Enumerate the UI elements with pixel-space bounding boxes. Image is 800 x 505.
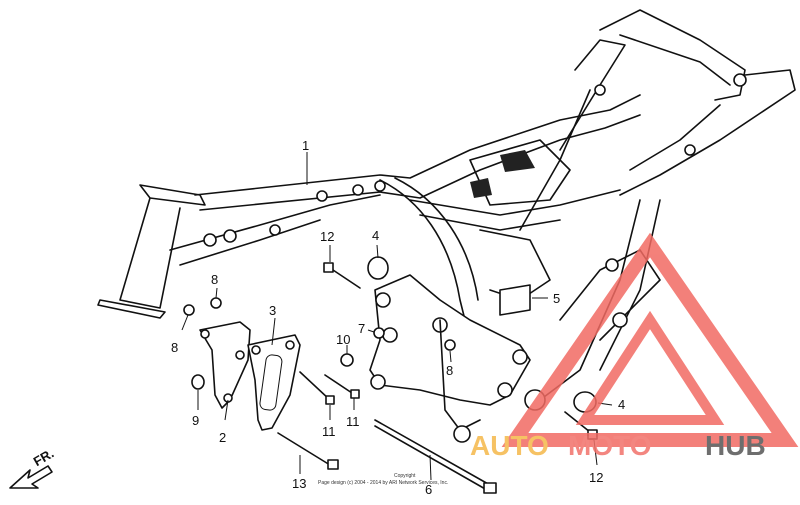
nut-7	[373, 327, 385, 339]
callout-2: 2	[219, 430, 226, 445]
callout-6: 6	[425, 482, 432, 497]
automotohub-watermark: AUTO MOTO HUB	[470, 232, 799, 461]
callout-11-left: 11	[322, 424, 336, 439]
watermark-text-hub: HUB	[705, 430, 766, 461]
front-label: FR.	[31, 446, 57, 469]
rubber-5	[499, 284, 531, 316]
nut-8-center	[444, 339, 456, 351]
copyright-line-1: Copyright	[394, 473, 416, 479]
callout-5: 5	[553, 291, 560, 306]
engine-bracket-2	[199, 321, 251, 409]
callout-10: 10	[336, 332, 350, 347]
washer-9	[191, 374, 205, 390]
callout-7: 7	[358, 321, 365, 336]
watermark-triangle-inner	[575, 310, 725, 425]
callout-13: 13	[292, 476, 306, 491]
engine-bracket-3	[247, 334, 301, 431]
bolt-12-upper-head	[323, 262, 334, 273]
copyright-line-2: Page design (c) 2004 - 2014 by ARI Netwo…	[318, 480, 448, 486]
callout-3: 3	[269, 303, 276, 318]
bolt-11-left-head	[325, 395, 335, 405]
front-direction-indicator: FR.	[9, 446, 57, 489]
callout-8-upper: 8	[211, 272, 218, 287]
main-frame	[97, 9, 796, 401]
callout-4-lower: 4	[618, 397, 625, 412]
nut-8-mid	[210, 297, 222, 309]
bolt-13-head	[327, 459, 339, 470]
nut-8-left	[183, 304, 195, 316]
callout-12-upper: 12	[320, 229, 334, 244]
callout-8-center: 8	[446, 363, 453, 378]
callout-9: 9	[192, 413, 199, 428]
front-arrow-icon	[9, 465, 53, 489]
bolt-11-right-head	[350, 389, 360, 399]
callout-4-upper: 4	[372, 228, 379, 243]
callout-8-left: 8	[171, 340, 178, 355]
watermark-triangle-outer	[501, 232, 799, 447]
callout-labels: 1 2 3 4 4 5 6 7 8 8 8 9 10 11 11 12 12 1…	[171, 138, 625, 497]
watermark-text-auto: AUTO	[470, 430, 549, 461]
callout-12-lower: 12	[589, 470, 603, 485]
watermark-text-moto: MOTO	[568, 430, 651, 461]
callout-11-right: 11	[346, 414, 360, 429]
copyright-notice: Copyright Page design (c) 2004 - 2014 by…	[318, 473, 448, 486]
nut-10	[340, 353, 354, 367]
callout-1: 1	[302, 138, 309, 153]
bushing-4-upper	[367, 256, 389, 280]
bolt-6-head	[483, 482, 497, 494]
